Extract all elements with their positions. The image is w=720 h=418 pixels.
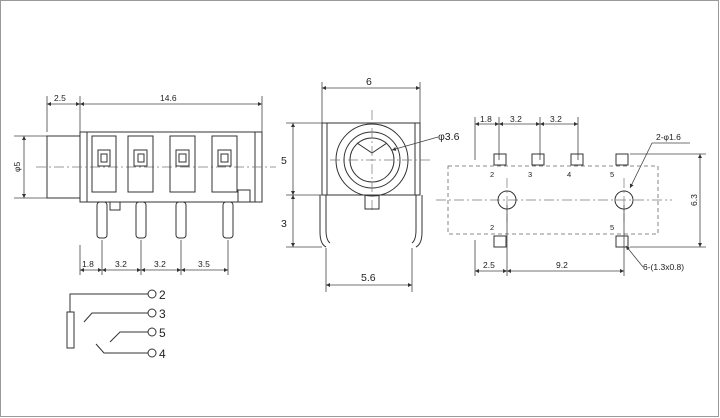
dim-front-top-length: 14.6 (160, 93, 177, 103)
pad-label-top-2: 3 (528, 170, 532, 179)
schematic-label-1: 2 (159, 288, 166, 302)
front-contact-2 (127, 135, 154, 239)
dim-pcb-pad-note: 6-(1.3x0.8) (643, 262, 684, 272)
dim-pcb-bottom-1: 2.5 (483, 260, 495, 270)
dim-side-hole-dia: φ3.6 (438, 131, 460, 143)
front-view: 2.5 14.6 φ5 (12, 93, 276, 275)
dim-pcb-bottom-2: 9.2 (556, 260, 568, 270)
dim-front-bottom-4: 3.5 (198, 259, 210, 269)
dim-side-height-lower: 3 (281, 218, 287, 230)
pad-label-bottom-2: 5 (610, 223, 614, 232)
pad-label-top-1: 2 (490, 170, 494, 179)
dim-side-height-upper: 5 (281, 155, 287, 167)
schematic-label-2: 3 (159, 307, 166, 321)
dim-pcb-height: 6.3 (689, 194, 699, 206)
pad-label-top-3: 4 (567, 170, 571, 179)
pad-label-top-4: 5 (610, 170, 614, 179)
dim-front-bottom-3: 3.2 (154, 259, 166, 269)
dim-front-top-left: 2.5 (54, 93, 66, 103)
front-contact-1 (91, 135, 117, 239)
dim-pcb-top-1: 1.8 (480, 114, 492, 124)
front-contact-3 (169, 135, 196, 239)
front-contact-4 (211, 135, 238, 239)
dim-side-width-bottom: 5.6 (361, 272, 376, 284)
dim-side-width-top: 6 (366, 76, 372, 88)
dim-front-left-dia: φ5 (12, 161, 22, 172)
dim-front-bottom-2: 3.2 (115, 259, 127, 269)
dim-pcb-top-3: 3.2 (550, 114, 562, 124)
pad-label-bottom-1: 2 (490, 223, 494, 232)
pcb-layout: 1.8 3.2 3.2 2-φ1.6 2 3 4 5 2 5 6.3 (436, 114, 706, 276)
schematic-label-3: 5 (159, 326, 166, 340)
schematic-label-4: 4 (159, 347, 166, 361)
dim-pcb-hole-note: 2-φ1.6 (656, 132, 681, 142)
side-view: 6 φ3.6 5 3 5.6 (281, 76, 460, 292)
schematic-symbol: 2 3 5 4 (66, 288, 166, 361)
dim-front-bottom-1: 1.8 (82, 259, 94, 269)
dim-pcb-top-2: 3.2 (510, 114, 522, 124)
